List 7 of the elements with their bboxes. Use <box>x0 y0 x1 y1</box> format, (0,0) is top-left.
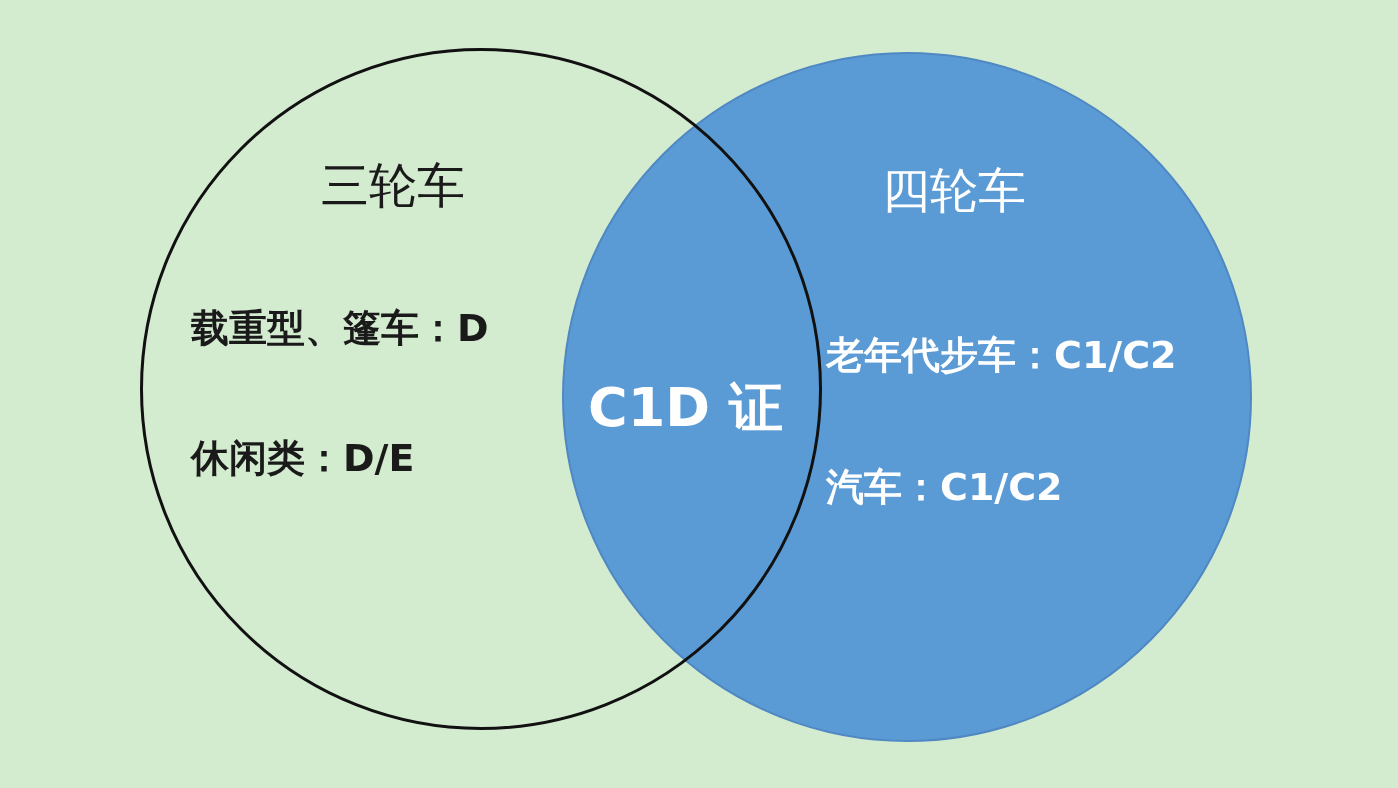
category-text: 休闲类：D/E <box>191 435 415 482</box>
category-text: 汽车：C1/C2 <box>826 464 1063 511</box>
intersection-label: C1D 证 <box>588 375 783 441</box>
circle-heading: 三轮车 <box>321 156 465 215</box>
category-text: 载重型、篷车：D <box>191 305 489 352</box>
circle-heading: 四轮车 <box>882 161 1026 220</box>
category-text: 老年代步车：C1/C2 <box>826 332 1177 379</box>
